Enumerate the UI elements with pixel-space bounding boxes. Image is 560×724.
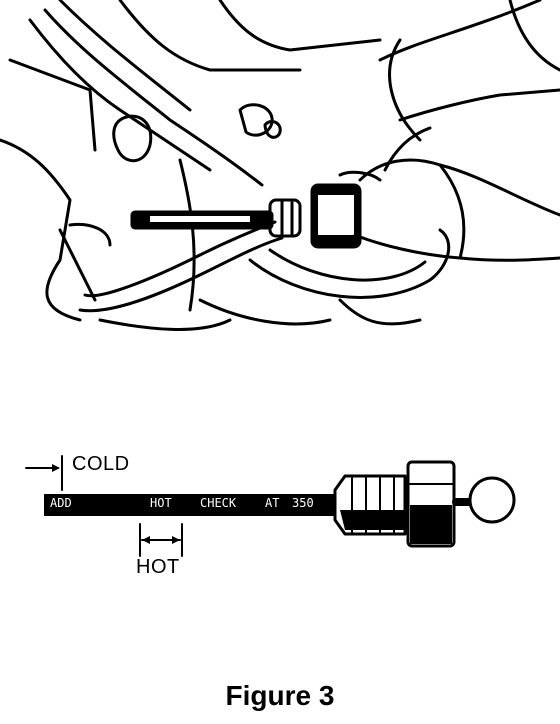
- marking-check: CHECK: [200, 496, 237, 510]
- marking-add: ADD: [50, 496, 72, 510]
- cold-label: COLD: [72, 453, 130, 475]
- marking-temp: 350: [292, 496, 314, 510]
- marking-hot: HOT: [150, 496, 172, 510]
- hot-label: HOT: [136, 556, 180, 578]
- dipstick-in-engine: [130, 183, 362, 249]
- hand: [338, 88, 560, 262]
- dipstick-cap: [406, 460, 456, 548]
- dipstick-knob: [468, 476, 516, 524]
- dipstick-grip: [333, 474, 407, 536]
- marking-at: AT: [265, 496, 280, 510]
- figure-caption: Figure 3: [225, 680, 335, 711]
- hot-range-marker: [139, 523, 183, 557]
- dipstick-diagram: [25, 455, 516, 557]
- dipstick-tube: [58, 220, 284, 313]
- cold-marker: [25, 455, 63, 491]
- engine-dipstick-illustration: [0, 0, 560, 331]
- dipstick-blade: [44, 494, 340, 516]
